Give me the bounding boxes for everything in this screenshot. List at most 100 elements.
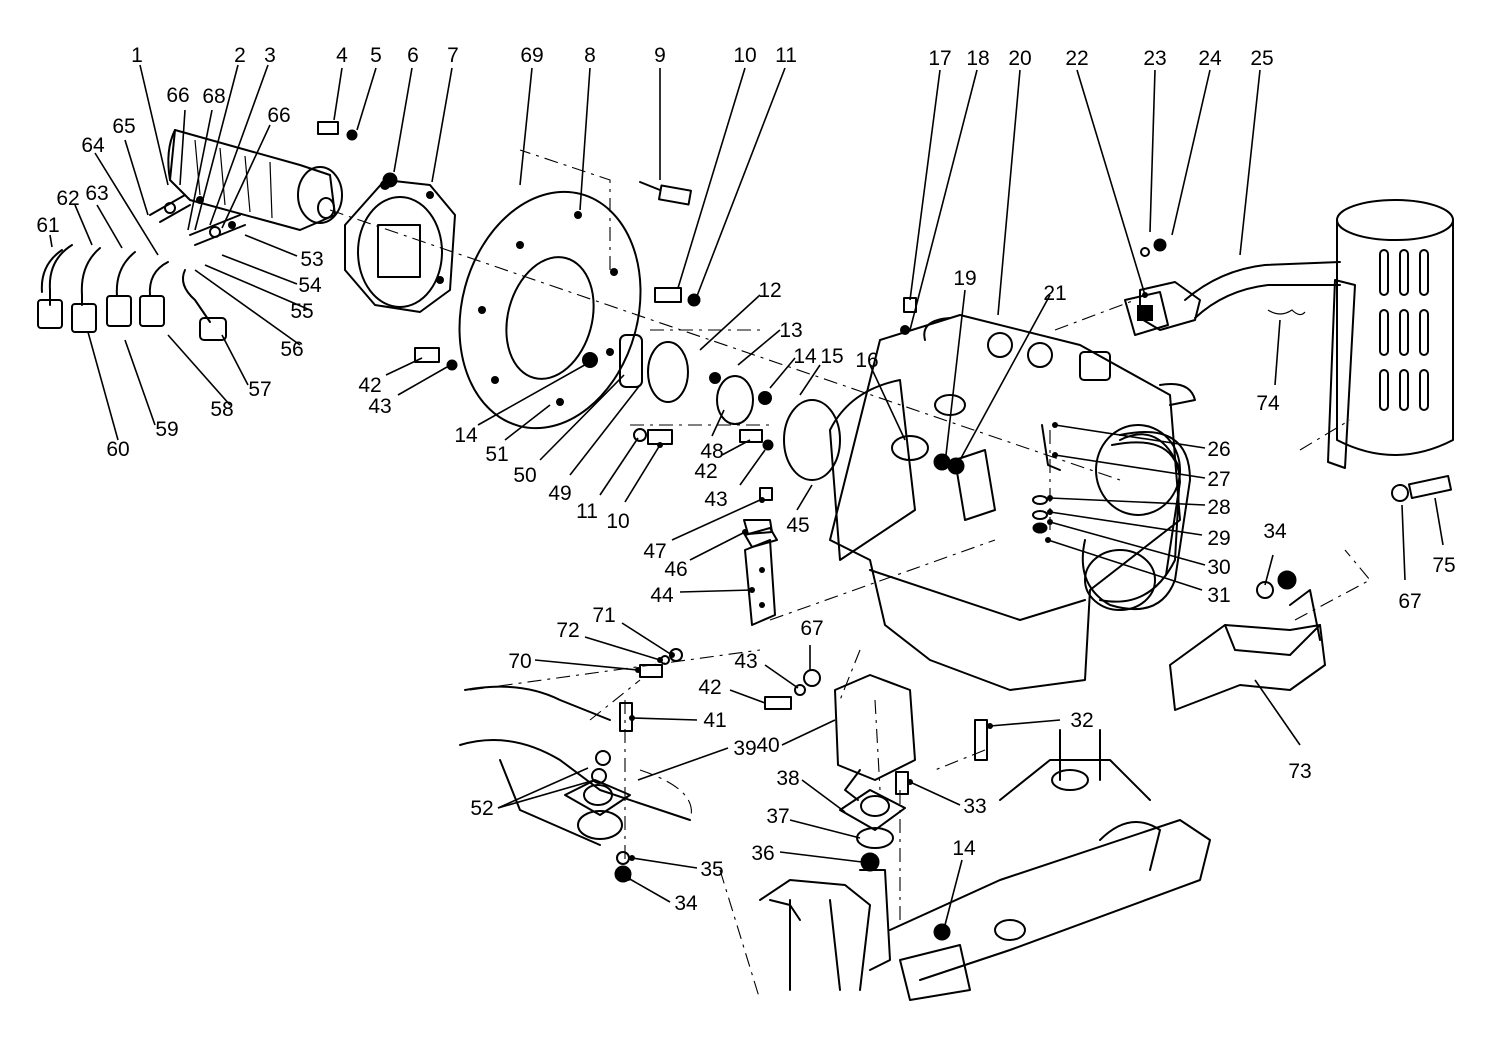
callout-44: 44 bbox=[650, 584, 674, 607]
callout-40: 40 bbox=[756, 734, 779, 757]
callout-14-b: 14 bbox=[454, 424, 478, 447]
callout-48: 48 bbox=[700, 440, 723, 463]
callout-72: 72 bbox=[556, 619, 579, 642]
callout-14-a: 14 bbox=[793, 345, 817, 368]
callout-7: 7 bbox=[447, 44, 459, 67]
callout-33: 33 bbox=[963, 795, 986, 818]
callout-labels: 1 2 3 4 5 6 7 69 8 9 10 11 17 18 20 22 2… bbox=[36, 44, 1455, 915]
callout-1: 1 bbox=[131, 44, 143, 67]
callout-19: 19 bbox=[953, 267, 976, 290]
callout-45: 45 bbox=[786, 514, 809, 537]
engine-block bbox=[829, 314, 1196, 691]
callout-53: 53 bbox=[300, 248, 323, 271]
callout-73: 73 bbox=[1288, 760, 1311, 783]
callout-28: 28 bbox=[1207, 496, 1230, 519]
callout-32: 32 bbox=[1070, 709, 1093, 732]
callout-34-b: 34 bbox=[674, 892, 698, 915]
muffler-bracket bbox=[1169, 589, 1326, 711]
callout-10-b: 10 bbox=[606, 510, 629, 533]
callout-10-top: 10 bbox=[733, 44, 756, 67]
callout-64: 64 bbox=[81, 134, 105, 157]
callout-71: 71 bbox=[592, 604, 615, 627]
callout-42-b: 42 bbox=[694, 460, 717, 483]
callout-56: 56 bbox=[280, 338, 303, 361]
callout-11-top: 11 bbox=[775, 44, 797, 67]
callout-67-b: 67 bbox=[800, 617, 823, 640]
callout-70: 70 bbox=[508, 650, 531, 673]
callout-36: 36 bbox=[751, 842, 774, 865]
callout-31: 31 bbox=[1207, 584, 1230, 607]
callout-3: 3 bbox=[264, 44, 276, 67]
callout-54: 54 bbox=[298, 274, 322, 297]
callout-42-a: 42 bbox=[358, 374, 381, 397]
callout-58: 58 bbox=[210, 398, 233, 421]
callout-65: 65 bbox=[112, 115, 135, 138]
callout-49: 49 bbox=[548, 482, 571, 505]
callout-29: 29 bbox=[1207, 527, 1230, 550]
callout-52: 52 bbox=[470, 797, 493, 820]
callout-25: 25 bbox=[1250, 47, 1273, 70]
callout-66-b: 66 bbox=[267, 104, 290, 127]
callout-55: 55 bbox=[290, 300, 313, 323]
exhaust-pipe bbox=[1124, 261, 1341, 336]
callout-9: 9 bbox=[654, 44, 666, 67]
leader-dots bbox=[625, 292, 1148, 881]
callout-68: 68 bbox=[202, 85, 225, 108]
coupling-hubs bbox=[582, 334, 841, 481]
hydraulic-fittings bbox=[149, 194, 246, 246]
callout-24: 24 bbox=[1198, 47, 1222, 70]
callout-14-c: 14 bbox=[952, 837, 976, 860]
callout-39: 39 bbox=[733, 737, 756, 760]
belt bbox=[1081, 431, 1191, 611]
callout-42-c: 42 bbox=[698, 676, 721, 699]
callout-34-a: 34 bbox=[1263, 520, 1287, 543]
callout-18: 18 bbox=[966, 47, 989, 70]
callout-38: 38 bbox=[776, 767, 799, 790]
callout-43-b: 43 bbox=[704, 488, 727, 511]
callout-11-b: 11 bbox=[576, 500, 598, 523]
callout-8: 8 bbox=[584, 44, 596, 67]
muffler bbox=[1327, 199, 1454, 469]
callout-15: 15 bbox=[820, 345, 843, 368]
callout-59: 59 bbox=[155, 418, 178, 441]
callout-21: 21 bbox=[1043, 282, 1066, 305]
callout-67-a: 67 bbox=[1398, 590, 1421, 613]
callout-6: 6 bbox=[407, 44, 419, 67]
callout-75: 75 bbox=[1432, 554, 1455, 577]
callout-61: 61 bbox=[36, 214, 59, 237]
callout-74: 74 bbox=[1256, 392, 1280, 415]
callout-2: 2 bbox=[234, 44, 246, 67]
engine-mounts bbox=[564, 674, 916, 883]
callout-41: 41 bbox=[703, 709, 726, 732]
callout-60: 60 bbox=[106, 438, 129, 461]
leader-lines bbox=[49, 64, 1444, 926]
callout-27: 27 bbox=[1207, 468, 1230, 491]
callout-51: 51 bbox=[485, 443, 508, 466]
callout-47: 47 bbox=[643, 540, 666, 563]
callout-22: 22 bbox=[1065, 47, 1088, 70]
callout-63: 63 bbox=[85, 182, 108, 205]
pump-adapter-housing bbox=[344, 179, 456, 313]
callout-50: 50 bbox=[513, 464, 536, 487]
callout-30: 30 bbox=[1207, 556, 1230, 579]
callout-62: 62 bbox=[56, 187, 79, 210]
centerlines bbox=[329, 149, 1371, 1001]
callout-13: 13 bbox=[779, 319, 802, 342]
callout-26: 26 bbox=[1207, 438, 1230, 461]
hydraulic-pump bbox=[167, 129, 343, 231]
callout-66-a: 66 bbox=[166, 84, 189, 107]
hydraulic-hoses bbox=[37, 244, 227, 341]
callout-35: 35 bbox=[700, 858, 723, 881]
frame bbox=[459, 685, 1211, 1001]
callout-4: 4 bbox=[336, 44, 348, 67]
mount-brackets bbox=[744, 527, 778, 626]
callout-12: 12 bbox=[758, 279, 781, 302]
callout-43-c: 43 bbox=[734, 650, 757, 673]
callout-43-a: 43 bbox=[368, 395, 391, 418]
callout-69: 69 bbox=[520, 44, 543, 67]
callout-37: 37 bbox=[766, 805, 789, 828]
callout-20: 20 bbox=[1008, 47, 1031, 70]
callout-57: 57 bbox=[248, 378, 271, 401]
callout-23: 23 bbox=[1143, 47, 1166, 70]
